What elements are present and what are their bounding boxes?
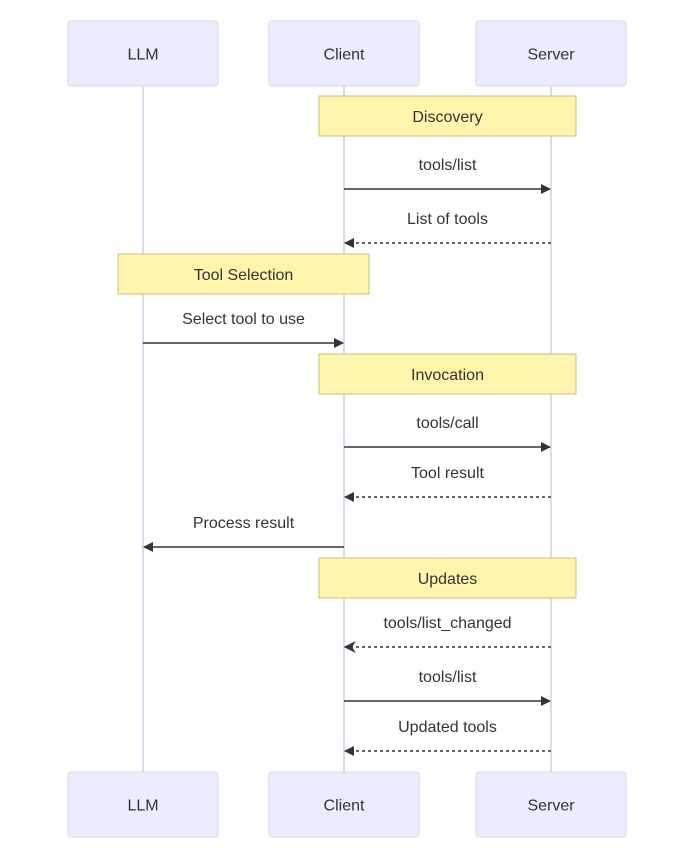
message: tools/list xyxy=(344,669,551,706)
actor-box xyxy=(475,20,627,87)
note: Tool Selection xyxy=(117,253,370,295)
actor-client-bottom: Client xyxy=(268,771,420,838)
note: Discovery xyxy=(318,95,577,137)
actor-server-top: Server xyxy=(475,20,627,87)
message-label: Process result xyxy=(193,515,295,532)
note-label: Tool Selection xyxy=(194,267,294,284)
actor-box xyxy=(268,20,420,87)
message-label: Select tool to use xyxy=(182,311,305,328)
message: tools/list xyxy=(344,157,551,194)
note-label: Invocation xyxy=(411,367,484,384)
message: Process result xyxy=(143,515,344,552)
actor-client-top: Client xyxy=(268,20,420,87)
note-box xyxy=(318,95,577,137)
note: Invocation xyxy=(318,353,577,395)
actor-label: Client xyxy=(324,798,365,815)
message-label: tools/list xyxy=(419,669,477,686)
message-label: tools/call xyxy=(416,415,478,432)
actor-label: Server xyxy=(527,47,575,64)
message-label: Updated tools xyxy=(398,719,497,736)
message: tools/call xyxy=(344,415,551,452)
note-label: Updates xyxy=(418,571,478,588)
actor-label: LLM xyxy=(127,47,158,64)
actor-server-bottom: Server xyxy=(475,771,627,838)
actor-box xyxy=(67,771,219,838)
message-label: List of tools xyxy=(407,211,488,228)
note: Updates xyxy=(318,557,577,599)
message: Select tool to use xyxy=(143,311,344,348)
message: List of tools xyxy=(344,211,551,248)
actor-box xyxy=(475,771,627,838)
actor-box xyxy=(67,20,219,87)
actor-label: Server xyxy=(527,798,575,815)
note-box xyxy=(117,253,370,295)
actor-label: Client xyxy=(324,47,365,64)
actor-label: LLM xyxy=(127,798,158,815)
note-box xyxy=(318,353,577,395)
message-label: tools/list_changed xyxy=(383,615,511,632)
message: Updated tools xyxy=(344,719,551,756)
message-label: Tool result xyxy=(411,465,484,482)
actor-llm-top: LLM xyxy=(67,20,219,87)
message: Tool result xyxy=(344,465,551,502)
note-box xyxy=(318,557,577,599)
note-label: Discovery xyxy=(412,109,482,126)
message: tools/list_changed xyxy=(343,615,551,653)
actor-box xyxy=(268,771,420,838)
lifelines xyxy=(142,86,552,772)
message-label: tools/list xyxy=(419,157,477,174)
actor-llm-bottom: LLM xyxy=(67,771,219,838)
